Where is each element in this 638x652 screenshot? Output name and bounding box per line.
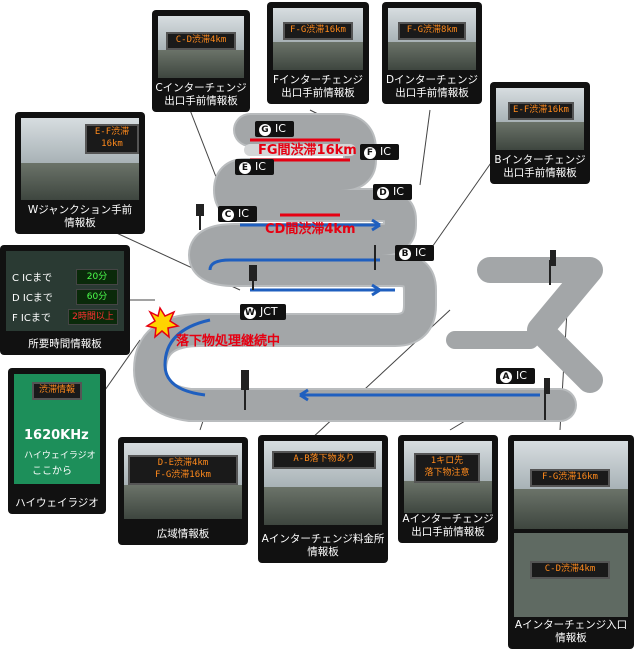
badge-g: G [259,124,271,136]
sign-a-entry-1: F-G渋滞16km [530,469,610,487]
sign-radio: 渋滞情報 [32,382,82,400]
caption-a-toll: Aインターチェンジ料金所 情報板 [261,533,385,558]
card-highway-radio: 渋滞情報 1620KHz ハイウェイラジオ ここから ハイウェイラジオ [8,368,106,514]
sign-w-jct: E-F渋滞 16km [85,124,139,154]
sign-a-toll: A-B落下物あり [272,451,376,469]
card-d-exit-board: F-G渋滞8km Dインターチェンジ 出口手前情報板 [382,2,482,104]
accident-icon [145,306,180,339]
card-b-exit-board: E-F渋滞16km Bインターチェンジ 出口手前情報板 [490,82,590,184]
caption-c-exit: Cインターチェンジ 出口手前情報板 [155,82,247,107]
card-a-entry-board: F-G渋滞16km C-D渋滞4km Aインターチェンジ入口 情報板 [508,435,634,649]
radio-line2: ここから [32,466,72,477]
sign-c-exit: C-D渋滞4km [166,32,236,50]
sign-wide: D-E渋滞4km F-G渋滞16km [128,455,238,485]
card-f-exit-board: F-G渋滞16km Fインターチェンジ 出口手前情報板 [267,2,369,104]
card-travel-time-board: C ICまで 20分 D ICまで 60分 F ICまで 2時間以上 所要時間情… [0,245,130,355]
sign-a-exit: 1キロ先 落下物注意 [414,453,480,483]
caption-wide: 広域情報板 [156,528,210,540]
caption-a-entry: Aインターチェンジ入口 情報板 [514,619,628,644]
card-c-exit-board: C-D渋滞4km Cインターチェンジ 出口手前情報板 [152,10,250,112]
travel-time-row: F ICまで 2時間以上 [12,309,118,325]
card-wide-area-board: D-E渋滞4km F-G渋滞16km 広域情報板 [118,437,248,545]
caption-b-exit: Bインターチェンジ 出口手前情報板 [494,154,586,179]
road-body [133,113,603,422]
sign-a-entry-2: C-D渋滞4km [530,561,610,579]
debris-label: 落下物処理継続中 [176,334,281,349]
travel-time-row: C ICまで 20分 [12,269,118,285]
sign-b-exit: E-F渋滞16km [508,102,574,120]
caption-a-exit: Aインターチェンジ 出口手前情報板 [402,513,494,538]
card-a-toll-board: A-B落下物あり Aインターチェンジ料金所 情報板 [258,435,388,563]
caption-radio: ハイウェイラジオ [15,497,99,509]
fg-jam-label: FG間渋滞16km [258,143,357,158]
caption-w-jct: Wジャンクション手前 情報板 [27,204,133,229]
card-a-exit-board: 1キロ先 落下物注意 Aインターチェンジ 出口手前情報板 [398,435,498,543]
radio-line1: ハイウェイラジオ [24,451,96,461]
caption-travel-time: 所要時間情報板 [28,338,102,350]
radio-frequency: 1620KHz [24,428,89,443]
card-w-jct-board: E-F渋滞 16km Wジャンクション手前 情報板 [15,112,145,234]
travel-time-row: D ICまで 60分 [12,289,118,305]
sign-boards [196,204,556,394]
sign-f-exit: F-G渋滞16km [283,22,353,40]
cd-jam-label: CD間渋滞4km [265,222,356,237]
caption-f-exit: Fインターチェンジ 出口手前情報板 [272,74,364,99]
sign-d-exit: F-G渋滞8km [398,22,466,40]
traffic-flow-arrows [163,218,540,402]
caption-d-exit: Dインターチェンジ 出口手前情報板 [385,74,479,99]
